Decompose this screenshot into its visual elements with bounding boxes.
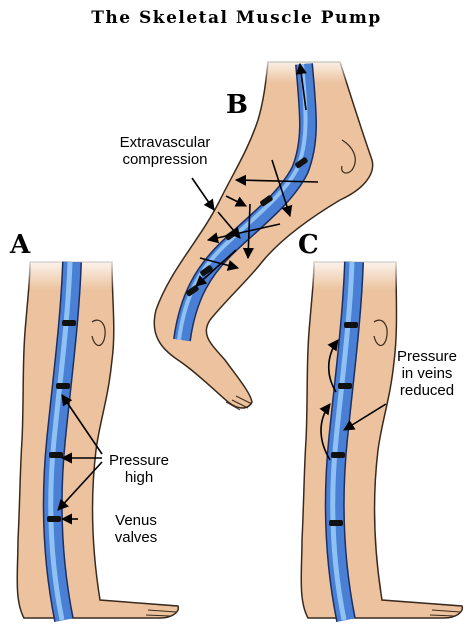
venus-valves-line-1: Venus [100,512,172,529]
pressure-high-label: Pressure high [100,452,178,486]
extravascular-leader-arrow [192,178,214,210]
extravascular-compression-label: Extravascular compression [90,134,240,168]
valve-mark [49,452,63,458]
extravascular-line-1: Extravascular [90,134,240,151]
pressure-high-line-1: Pressure [100,452,178,469]
pressure-reduced-label: Pressure in veins reduced [384,348,470,399]
pressure-reduced-line-1: Pressure [384,348,470,365]
panel-label-b: B [226,92,248,118]
leg-a [17,255,178,620]
valve-mark [344,322,358,328]
valve-mark [329,520,343,526]
valve-mark [47,516,61,522]
leg-c-skin [301,262,462,618]
pressure-reduced-line-3: reduced [384,382,470,399]
venus-valves-line-2: valves [100,529,172,546]
leg-c [301,255,462,620]
panel-label-a: A [10,232,30,258]
valve-mark [331,452,345,458]
panel-label-c: C [298,232,319,258]
venus-valves-label: Venus valves [100,512,172,546]
pressure-reduced-line-2: in veins [384,365,470,382]
pressure-high-line-2: high [100,469,178,486]
valve-mark [56,383,70,389]
valve-mark [338,383,352,389]
valve-mark [62,320,76,326]
extravascular-line-2: compression [90,151,240,168]
